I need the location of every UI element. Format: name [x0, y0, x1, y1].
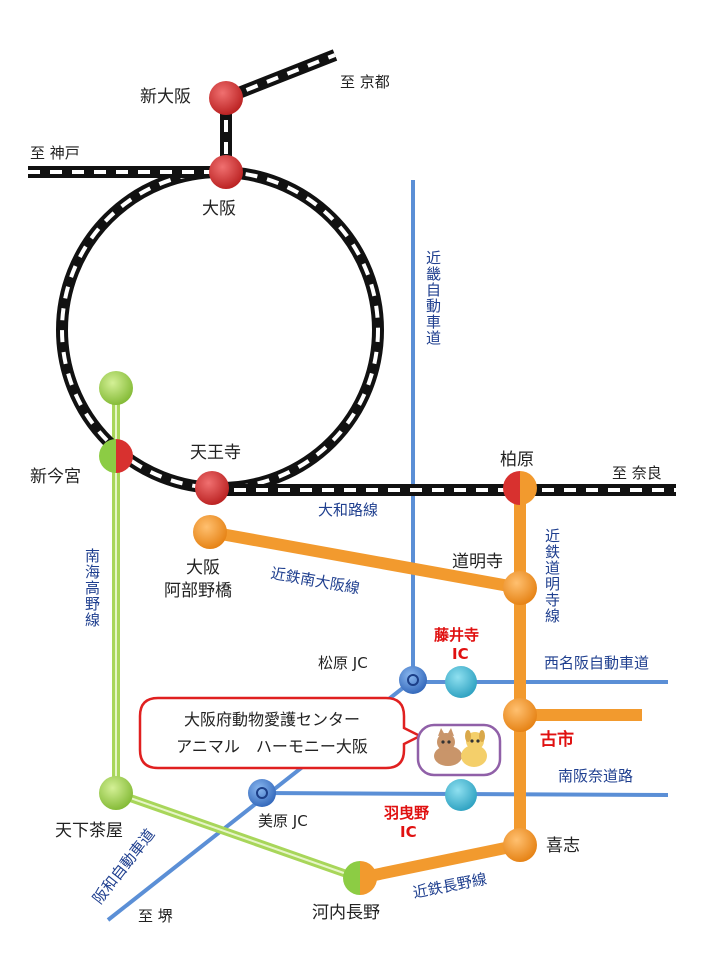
domyoji-label: 道明寺	[452, 552, 503, 572]
nishi-meihan-label: 西名阪自動車道	[544, 654, 649, 672]
fujiidera-ic-dot[interactable]	[445, 666, 477, 698]
shin-osaka-station-dot[interactable]	[209, 81, 243, 115]
abenobashi-label-2: 阿部野橋	[164, 581, 232, 601]
kintetsu-nagano-label: 近鉄長野線	[411, 870, 488, 902]
shin-imamiya-label: 新今宮	[30, 467, 81, 487]
abenobashi-station-dot[interactable]	[193, 515, 227, 549]
cat-and-dog-icon[interactable]	[416, 723, 502, 777]
kintetsu-domyoji-label: 近鉄道明寺線	[543, 528, 561, 624]
nankai-koya-label: 南海高野線	[83, 548, 101, 628]
matsubara-jc-label: 松原 JC	[318, 654, 368, 672]
kawachinagano-label: 河内長野	[312, 903, 380, 923]
habikino-ic-label-1: 羽曳野	[384, 804, 429, 822]
furuichi-station-dot[interactable]	[503, 698, 537, 732]
furuichi-label: 古市	[540, 729, 574, 750]
yamatoji-line-label: 大和路線	[318, 501, 378, 519]
kintetsu-nagano-line	[358, 839, 522, 884]
osaka-label: 大阪	[202, 199, 236, 219]
kishi-station-dot[interactable]	[503, 828, 537, 862]
tennoji-label: 天王寺	[190, 443, 241, 463]
kintetsu-minami-osaka-label: 近鉄南大阪線	[269, 564, 361, 597]
dest-nara-label: 至 奈良	[612, 464, 662, 482]
mihara-jc-label: 美原 JC	[258, 812, 308, 830]
dest-sakai-label: 至 堺	[138, 907, 173, 925]
tengachaya-label: 天下茶屋	[55, 821, 123, 841]
domyoji-station-dot[interactable]	[503, 571, 537, 605]
kintetsu-minami-osaka-line	[204, 526, 526, 594]
habikino-ic-dot[interactable]	[445, 779, 477, 811]
tengachaya-station-dot[interactable]	[99, 776, 133, 810]
animal-center-callout[interactable]: 大阪府動物愛護センター アニマル ハーモニー大阪	[138, 696, 423, 770]
mihara-jc-dot[interactable]	[248, 779, 276, 807]
tennoji-station-dot[interactable]	[195, 471, 229, 505]
dest-kyoto-label: 至 京都	[340, 73, 390, 91]
kashiwara-label: 柏原	[500, 450, 534, 470]
minami-hanna-label: 南阪奈道路	[558, 767, 633, 785]
kawachinagano-station-dot[interactable]	[343, 861, 377, 895]
kishi-label: 喜志	[546, 836, 580, 856]
fujiidera-ic-label-1: 藤井寺	[434, 626, 479, 644]
dest-kobe-label: 至 神戸	[30, 144, 80, 162]
matsubara-jc-dot[interactable]	[399, 666, 427, 694]
kashiwara-station-dot[interactable]	[503, 471, 537, 505]
callout-line-2: アニマル ハーモニー大阪	[176, 737, 368, 756]
shin-osaka-label: 新大阪	[140, 87, 191, 107]
fujiidera-ic-label-2: IC	[452, 645, 469, 663]
callout-line-1: 大阪府動物愛護センター	[184, 710, 360, 729]
abenobashi-label-1: 大阪	[186, 558, 220, 578]
habikino-ic-label-2: IC	[400, 823, 417, 841]
jr-kyoto-line	[223, 49, 338, 104]
osaka-station-dot[interactable]	[209, 155, 243, 189]
shin-imamiya-station-dot[interactable]	[99, 439, 133, 473]
nankai-terminus-dot	[99, 371, 133, 405]
kinki-expressway-label: 近畿自動車道	[424, 250, 442, 346]
